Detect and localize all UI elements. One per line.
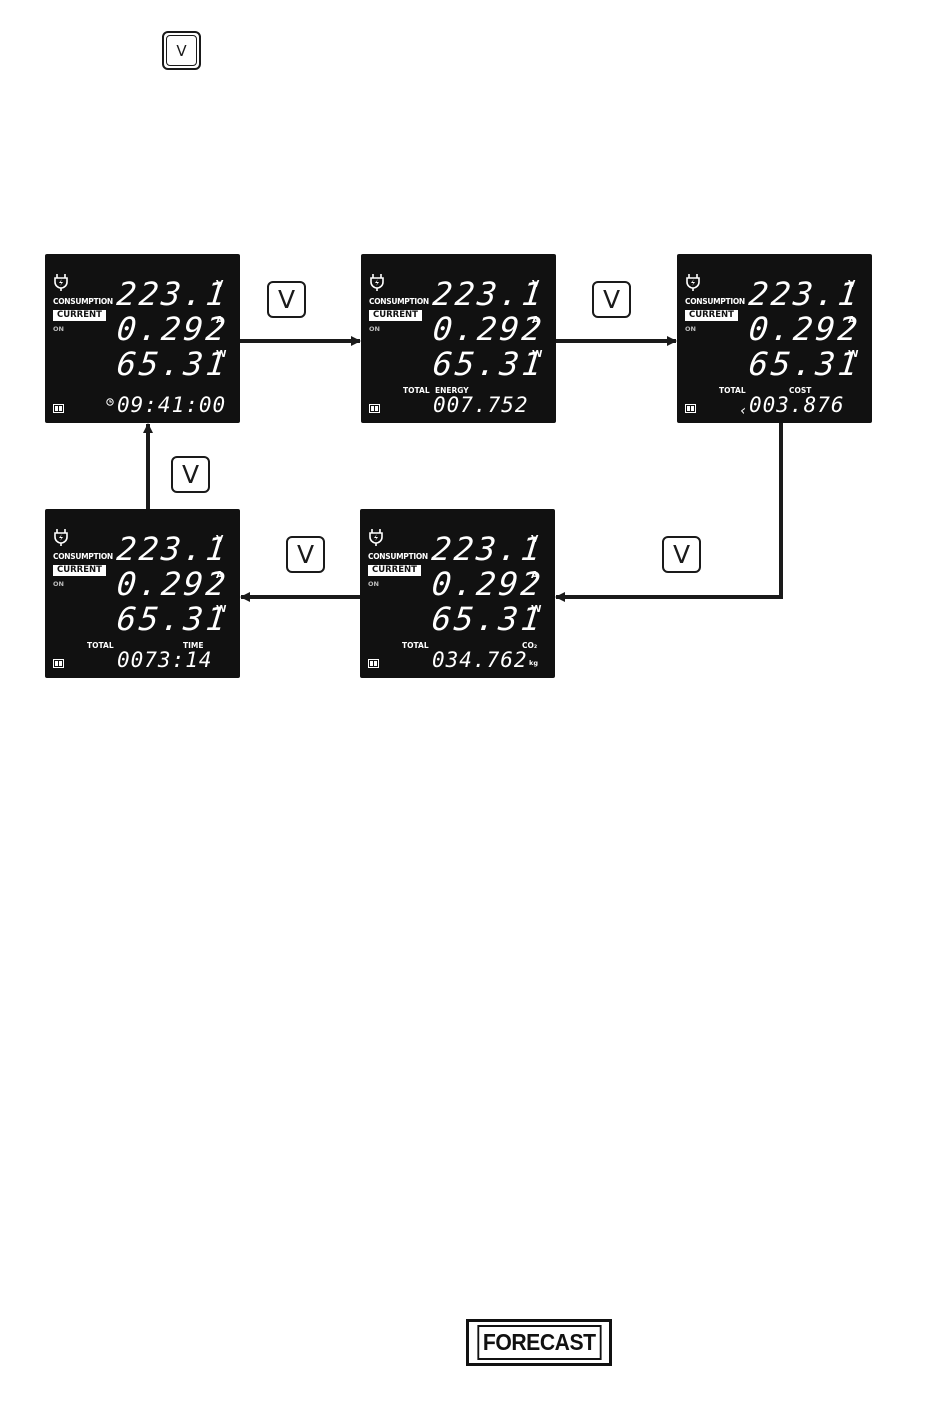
voltage-value: 223.1 <box>431 275 547 313</box>
plug-icon <box>369 529 383 546</box>
power-unit: W <box>216 349 227 360</box>
on-label: ON <box>53 580 64 588</box>
current-unit: A <box>532 315 540 326</box>
forecast-logo-text: FORECAST <box>477 1325 601 1360</box>
total-label: TOTAL <box>403 386 430 395</box>
voltage-unit: V <box>216 534 224 545</box>
consumption-label: CONSUMPTION <box>53 552 113 561</box>
total-label: TOTAL <box>719 386 746 395</box>
battery-icon <box>685 404 696 413</box>
bottom-value: 007.752 <box>433 393 529 417</box>
v-key-5: V <box>171 456 210 493</box>
voltage-unit: V <box>216 279 224 290</box>
v-key-2-label: V <box>602 285 621 314</box>
power-value: 65.31 <box>431 345 547 383</box>
current-value: 0.292 <box>430 565 546 603</box>
bottom-value: 034.762 <box>432 648 528 672</box>
v-key-3-label: V <box>672 540 691 569</box>
consumption-label: CONSUMPTION <box>368 552 428 561</box>
power-value: 65.31 <box>747 345 863 383</box>
on-label: ON <box>685 325 696 333</box>
current-badge: CURRENT <box>369 310 422 321</box>
voltage-unit: V <box>848 279 856 290</box>
power-value: 65.31 <box>115 345 231 383</box>
current-value: 0.292 <box>431 310 547 348</box>
v-key-3: V <box>662 536 701 573</box>
forecast-logo: FORECAST <box>466 1319 612 1366</box>
current-value: 0.292 <box>115 310 231 348</box>
consumption-label: CONSUMPTION <box>369 297 429 306</box>
voltage-value: 223.1 <box>115 530 231 568</box>
current-unit: A <box>216 570 224 581</box>
plug-icon <box>686 274 700 291</box>
current-badge: CURRENT <box>53 310 106 321</box>
power-unit: W <box>848 349 859 360</box>
total-label: TOTAL <box>87 641 114 650</box>
v-key-5-label: V <box>181 460 200 489</box>
power-unit: W <box>216 604 227 615</box>
measure-label: ENERGY <box>435 386 469 395</box>
v-key-4-label: V <box>296 540 315 569</box>
v-key-1-label: V <box>277 285 296 314</box>
power-value: 65.31 <box>430 600 546 638</box>
voltage-value: 223.1 <box>430 530 546 568</box>
plug-icon <box>370 274 384 291</box>
plug-icon <box>54 529 68 546</box>
consumption-label: CONSUMPTION <box>685 297 745 306</box>
v-key-1: V <box>267 281 306 318</box>
current-unit: A <box>216 315 224 326</box>
unit-suffix: kg <box>529 659 538 667</box>
bottom-value: 003.876 <box>749 393 845 417</box>
on-label: ON <box>53 325 64 333</box>
current-value: 0.292 <box>747 310 863 348</box>
battery-icon <box>368 659 379 668</box>
total-label: TOTAL <box>402 641 429 650</box>
voltage-value: 223.1 <box>115 275 231 313</box>
plug-icon <box>54 274 68 291</box>
v-button-key: V <box>162 31 201 70</box>
power-unit: W <box>531 604 542 615</box>
measure-label: CO₂ <box>522 641 538 650</box>
power-unit: W <box>532 349 543 360</box>
battery-icon <box>53 659 64 668</box>
measure-label: TIME <box>183 641 204 650</box>
current-badge: CURRENT <box>685 310 738 321</box>
consumption-label: CONSUMPTION <box>53 297 113 306</box>
battery-icon <box>53 404 64 413</box>
voltage-unit: V <box>531 534 539 545</box>
v-key-2: V <box>592 281 631 318</box>
bottom-value: 0073:14 <box>117 648 213 672</box>
measure-label: COST <box>789 386 812 395</box>
current-unit: A <box>848 315 856 326</box>
current-badge: CURRENT <box>53 565 106 576</box>
bottom-value: 09:41:00 <box>117 393 227 417</box>
currency-symbol: ‹ <box>739 403 749 419</box>
current-unit: A <box>531 570 539 581</box>
current-badge: CURRENT <box>368 565 421 576</box>
v-key-4: V <box>286 536 325 573</box>
current-value: 0.292 <box>115 565 231 603</box>
on-label: ON <box>369 325 380 333</box>
on-label: ON <box>368 580 379 588</box>
voltage-value: 223.1 <box>747 275 863 313</box>
v-button-key-label: V <box>176 41 187 60</box>
voltage-unit: V <box>532 279 540 290</box>
clock-icon <box>106 398 114 406</box>
power-value: 65.31 <box>115 600 231 638</box>
battery-icon <box>369 404 380 413</box>
